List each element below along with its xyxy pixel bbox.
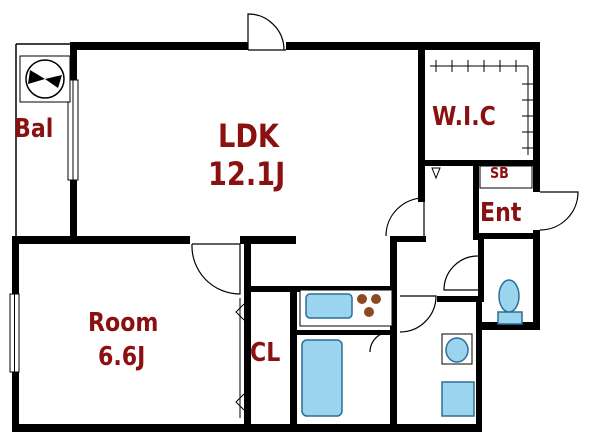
room-label-ldk: LDK bbox=[218, 117, 279, 155]
room-label-entrance: Ent bbox=[480, 198, 522, 228]
bathtub bbox=[301, 339, 343, 417]
room-label-closet: CL bbox=[250, 338, 281, 368]
washbasin bbox=[441, 333, 473, 365]
room-label-wic: W.I.C bbox=[432, 102, 496, 132]
walls bbox=[12, 42, 540, 432]
toilet bbox=[497, 279, 523, 325]
room-label-balcony: Bal bbox=[14, 114, 54, 144]
washing-machine-pan bbox=[441, 381, 475, 417]
gas-stove-burner bbox=[364, 307, 374, 317]
balcony bbox=[15, 43, 78, 238]
windows bbox=[9, 79, 79, 373]
room-label-room: Room bbox=[88, 308, 159, 338]
kitchen-sink bbox=[305, 293, 353, 319]
room-size-room: 6.6J bbox=[98, 342, 146, 372]
room-label-shoebox: SB bbox=[490, 164, 509, 182]
kitchen-counter bbox=[299, 289, 393, 327]
gas-stove-burner bbox=[357, 294, 367, 304]
gas-stove-burner bbox=[371, 294, 381, 304]
air-conditioner-outdoor-unit bbox=[19, 55, 71, 103]
doors bbox=[191, 13, 579, 353]
storage-markers bbox=[235, 60, 534, 418]
room-size-ldk: 12.1J bbox=[208, 155, 286, 193]
